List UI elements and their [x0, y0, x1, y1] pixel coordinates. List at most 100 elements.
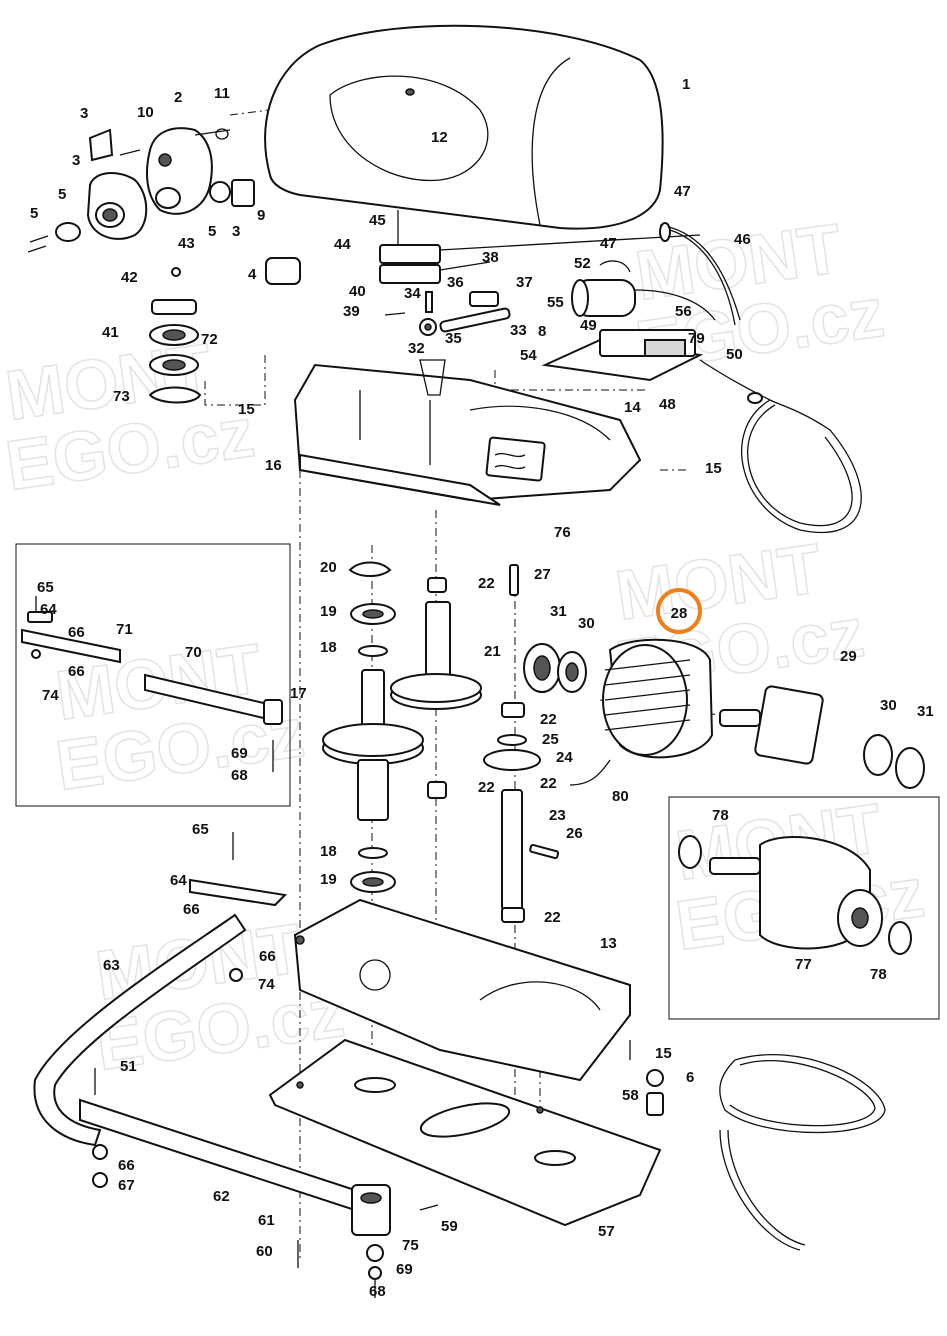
part-label-73: 73	[113, 388, 130, 405]
part-label-60: 60	[256, 1243, 273, 1260]
part-label-31: 31	[550, 603, 567, 620]
part-label-79: 79	[688, 330, 705, 347]
part-label-10: 10	[137, 104, 154, 121]
part-label-80: 80	[612, 788, 629, 805]
part-label-26: 26	[566, 825, 583, 842]
part-label-35: 35	[445, 330, 462, 347]
part-label-15: 15	[238, 401, 255, 418]
part-label-3: 3	[72, 152, 80, 169]
part-label-18: 18	[320, 639, 337, 656]
part-label-24: 24	[556, 749, 573, 766]
part-label-68: 68	[231, 767, 248, 784]
part-label-47: 47	[674, 183, 691, 200]
part-label-3: 3	[232, 223, 240, 240]
part-label-13: 13	[600, 935, 617, 952]
part-label-70: 70	[185, 644, 202, 661]
part-label-61: 61	[258, 1212, 275, 1229]
part-label-78: 78	[870, 966, 887, 983]
part-label-65: 65	[37, 579, 54, 596]
part-label-30: 30	[578, 615, 595, 632]
part-label-62: 62	[213, 1188, 230, 1205]
part-side-cover	[27, 127, 255, 253]
part-small-hardware	[148, 267, 511, 404]
part-base-plate	[268, 1038, 662, 1227]
part-label-52: 52	[574, 255, 591, 272]
part-label-49: 49	[580, 317, 597, 334]
part-label-40: 40	[349, 283, 366, 300]
part-motor	[523, 638, 925, 789]
part-label-8: 8	[538, 323, 546, 340]
part-worm-shaft	[483, 564, 560, 923]
part-label-43: 43	[178, 235, 195, 252]
part-label-42: 42	[121, 269, 138, 286]
part-label-1: 1	[682, 76, 690, 93]
part-label-55: 55	[547, 294, 564, 311]
part-label-25: 25	[542, 731, 559, 748]
part-label-21: 21	[484, 643, 501, 660]
part-label-22: 22	[478, 779, 495, 796]
part-label-31: 31	[917, 703, 934, 720]
part-label-64: 64	[170, 872, 187, 889]
part-gear-train	[322, 561, 482, 893]
part-label-15: 15	[655, 1045, 672, 1062]
part-lower-housing	[293, 898, 631, 1082]
part-label-74: 74	[42, 687, 59, 704]
part-label-69: 69	[231, 745, 248, 762]
part-label-38: 38	[482, 249, 499, 266]
part-label-5: 5	[30, 205, 38, 222]
part-terminal-block	[265, 210, 701, 285]
part-label-27: 27	[534, 566, 551, 583]
part-label-66: 66	[118, 1157, 135, 1174]
part-label-5: 5	[208, 223, 216, 240]
part-label-19: 19	[320, 603, 337, 620]
part-label-4: 4	[248, 266, 257, 283]
part-label-29: 29	[840, 648, 857, 665]
part-label-74: 74	[258, 976, 275, 993]
part-label-71: 71	[116, 621, 133, 638]
part-cover	[264, 24, 664, 230]
part-label-68: 68	[369, 1283, 386, 1300]
part-label-30: 30	[880, 697, 897, 714]
part-label-11: 11	[214, 85, 230, 102]
part-label-6: 6	[686, 1069, 694, 1086]
part-label-12: 12	[431, 129, 448, 146]
part-label-45: 45	[369, 212, 386, 229]
part-label-77: 77	[795, 956, 812, 973]
part-label-16: 16	[265, 457, 282, 474]
part-label-50: 50	[726, 346, 743, 363]
part-label-72: 72	[201, 331, 218, 348]
part-label-22: 22	[544, 909, 561, 926]
part-label-41: 41	[102, 324, 119, 341]
part-label-63: 63	[103, 957, 120, 974]
part-label-19: 19	[320, 871, 337, 888]
part-label-2: 2	[174, 89, 182, 106]
inset-motor-detail	[668, 796, 940, 1020]
part-label-56: 56	[675, 303, 692, 320]
part-label-34: 34	[404, 285, 421, 302]
part-label-3: 3	[80, 105, 88, 122]
part-label-18: 18	[320, 843, 337, 860]
part-label-23: 23	[549, 807, 566, 824]
part-label-59: 59	[441, 1218, 458, 1235]
part-label-22: 22	[540, 711, 557, 728]
part-label-17: 17	[290, 685, 307, 702]
part-label-76: 76	[554, 524, 571, 541]
part-lever-arms	[33, 832, 664, 1298]
part-number-labels: 1233345556891011121314151515161718181919…	[30, 76, 934, 1300]
part-label-20: 20	[320, 559, 337, 576]
part-label-54: 54	[520, 347, 537, 364]
part-label-36: 36	[447, 274, 464, 291]
part-label-48: 48	[659, 396, 676, 413]
part-label-44: 44	[334, 236, 351, 253]
part-label-75: 75	[402, 1237, 419, 1254]
highlight-ring	[656, 588, 702, 634]
part-label-57: 57	[598, 1223, 615, 1240]
part-label-33: 33	[510, 322, 527, 339]
part-label-22: 22	[540, 775, 557, 792]
part-label-15: 15	[705, 460, 722, 477]
part-upper-housing	[293, 359, 642, 506]
part-label-64: 64	[40, 601, 57, 618]
part-label-37: 37	[516, 274, 533, 291]
